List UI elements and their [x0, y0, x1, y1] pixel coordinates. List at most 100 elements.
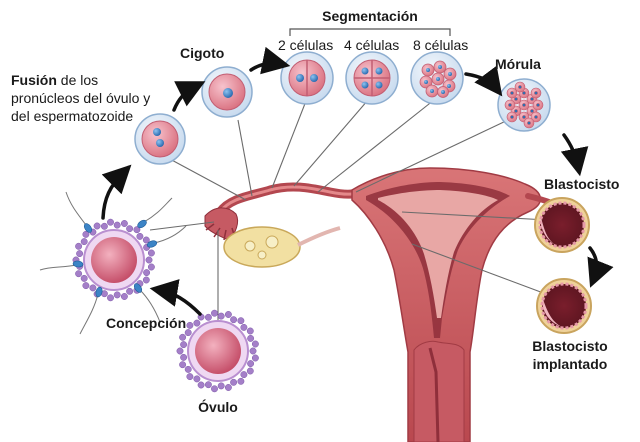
corona-cell — [246, 367, 254, 375]
corona-cell — [126, 287, 134, 295]
corona-cell — [186, 321, 194, 329]
two-cells-label: 2 células — [278, 37, 334, 53]
corona-cell — [224, 384, 232, 391]
arrow-to-blastocyst — [560, 133, 589, 177]
corona-cell — [249, 347, 257, 355]
eight-cell-stage — [410, 51, 464, 105]
blastocyst-label: Blastocisto — [544, 176, 620, 192]
arrow-to-fusion — [101, 164, 132, 220]
two-cell-stage — [280, 51, 334, 105]
process-arrows — [101, 46, 614, 316]
uterus — [204, 167, 573, 442]
corona-cell — [107, 294, 114, 302]
corona-cell — [75, 270, 83, 278]
arrow-to-conception — [149, 279, 202, 316]
corona-cell — [230, 378, 238, 386]
corona-cell — [120, 293, 128, 300]
segmentation-label: Segmentación — [322, 8, 418, 24]
corona-cell — [179, 333, 187, 341]
corona-cell — [107, 218, 114, 226]
fusion-cell — [134, 113, 186, 165]
corona-cell — [100, 222, 108, 230]
morula-nucleus — [522, 91, 526, 95]
morula-nucleus — [514, 97, 518, 101]
corona-cell — [126, 225, 134, 233]
corona-cell — [89, 284, 97, 292]
morula-nucleus — [508, 103, 512, 107]
corona-cell — [240, 323, 248, 331]
corona-cell — [184, 365, 192, 373]
morula-nucleus — [510, 91, 514, 95]
sperm-cells — [39, 191, 187, 335]
fusion-label-line-2: pronúcleos del óvulo y — [11, 90, 151, 106]
corona-cell — [142, 236, 150, 244]
corona-cell — [179, 361, 187, 369]
corona-cell — [186, 373, 194, 381]
implanted-blastocyst-cell — [536, 278, 592, 334]
morula-nucleus — [518, 85, 522, 89]
corona-cell — [217, 382, 225, 390]
corona-cell — [204, 381, 212, 389]
corona-cell — [237, 377, 245, 385]
corona-cell — [240, 371, 248, 379]
corona-cell — [246, 327, 254, 335]
pointer-lines — [149, 99, 548, 322]
morula-nucleus — [530, 109, 534, 113]
fusion-label-bold: Fusión — [11, 72, 57, 88]
corona-cell — [247, 360, 255, 368]
implanted-blastocyst-label-2: implantado — [532, 356, 608, 372]
corona-cell — [142, 276, 150, 284]
zygote-cell — [201, 66, 253, 118]
corona-cell — [82, 282, 90, 290]
four-cell-stage — [345, 51, 399, 105]
morula-nucleus — [522, 103, 526, 107]
morula-nucleus — [522, 115, 526, 119]
fusion-label: Fusión de los — [11, 72, 98, 89]
fusion-label-line-3: del espermatozoide — [11, 108, 134, 124]
corona-cell — [136, 232, 144, 240]
blastocyst-cell — [534, 197, 590, 253]
corona-cell — [211, 385, 218, 393]
corona-cell — [251, 340, 259, 348]
corona-cell — [80, 238, 88, 246]
morula-nucleus — [530, 97, 534, 101]
implanted-blastocyst-label-1: Blastocisto — [532, 338, 608, 354]
corona-cell — [176, 347, 184, 355]
corona-cell — [193, 375, 201, 383]
segmentation-bracket — [289, 28, 451, 36]
corona-cell — [230, 316, 238, 324]
morula-nucleus — [534, 91, 538, 95]
morula-nucleus — [536, 103, 540, 107]
arrow-to-morula — [464, 65, 503, 97]
ovum-cell — [176, 309, 259, 393]
morula-nucleus — [510, 115, 514, 119]
corona-cell — [204, 313, 212, 321]
corona-cell — [224, 311, 232, 318]
corona-cell — [82, 230, 90, 238]
conception-cell — [72, 218, 155, 302]
corona-cell — [184, 329, 192, 337]
corona-cell — [211, 309, 218, 317]
morula-nucleus — [534, 115, 538, 119]
fusion-label-rest: de los — [56, 72, 99, 88]
corona-cell — [193, 319, 201, 327]
morula-nucleus — [527, 121, 531, 125]
corona-cell — [133, 226, 141, 234]
arrow-to-segmentation — [249, 46, 291, 75]
conception-label: Concepción — [106, 315, 187, 331]
corona-cell — [145, 256, 153, 264]
sperm-head — [72, 260, 84, 268]
zygote-label: Cigoto — [180, 45, 225, 61]
corona-cell — [120, 220, 128, 227]
corona-cell — [147, 249, 155, 257]
corona-cell — [93, 222, 101, 230]
corona-cell — [75, 242, 83, 250]
corona-cell — [113, 221, 121, 229]
corona-cell — [76, 250, 84, 258]
corona-cell — [197, 381, 205, 389]
arrow-to-zygote — [172, 81, 206, 112]
morula-nucleus — [514, 109, 518, 113]
corona-cell — [251, 354, 259, 362]
